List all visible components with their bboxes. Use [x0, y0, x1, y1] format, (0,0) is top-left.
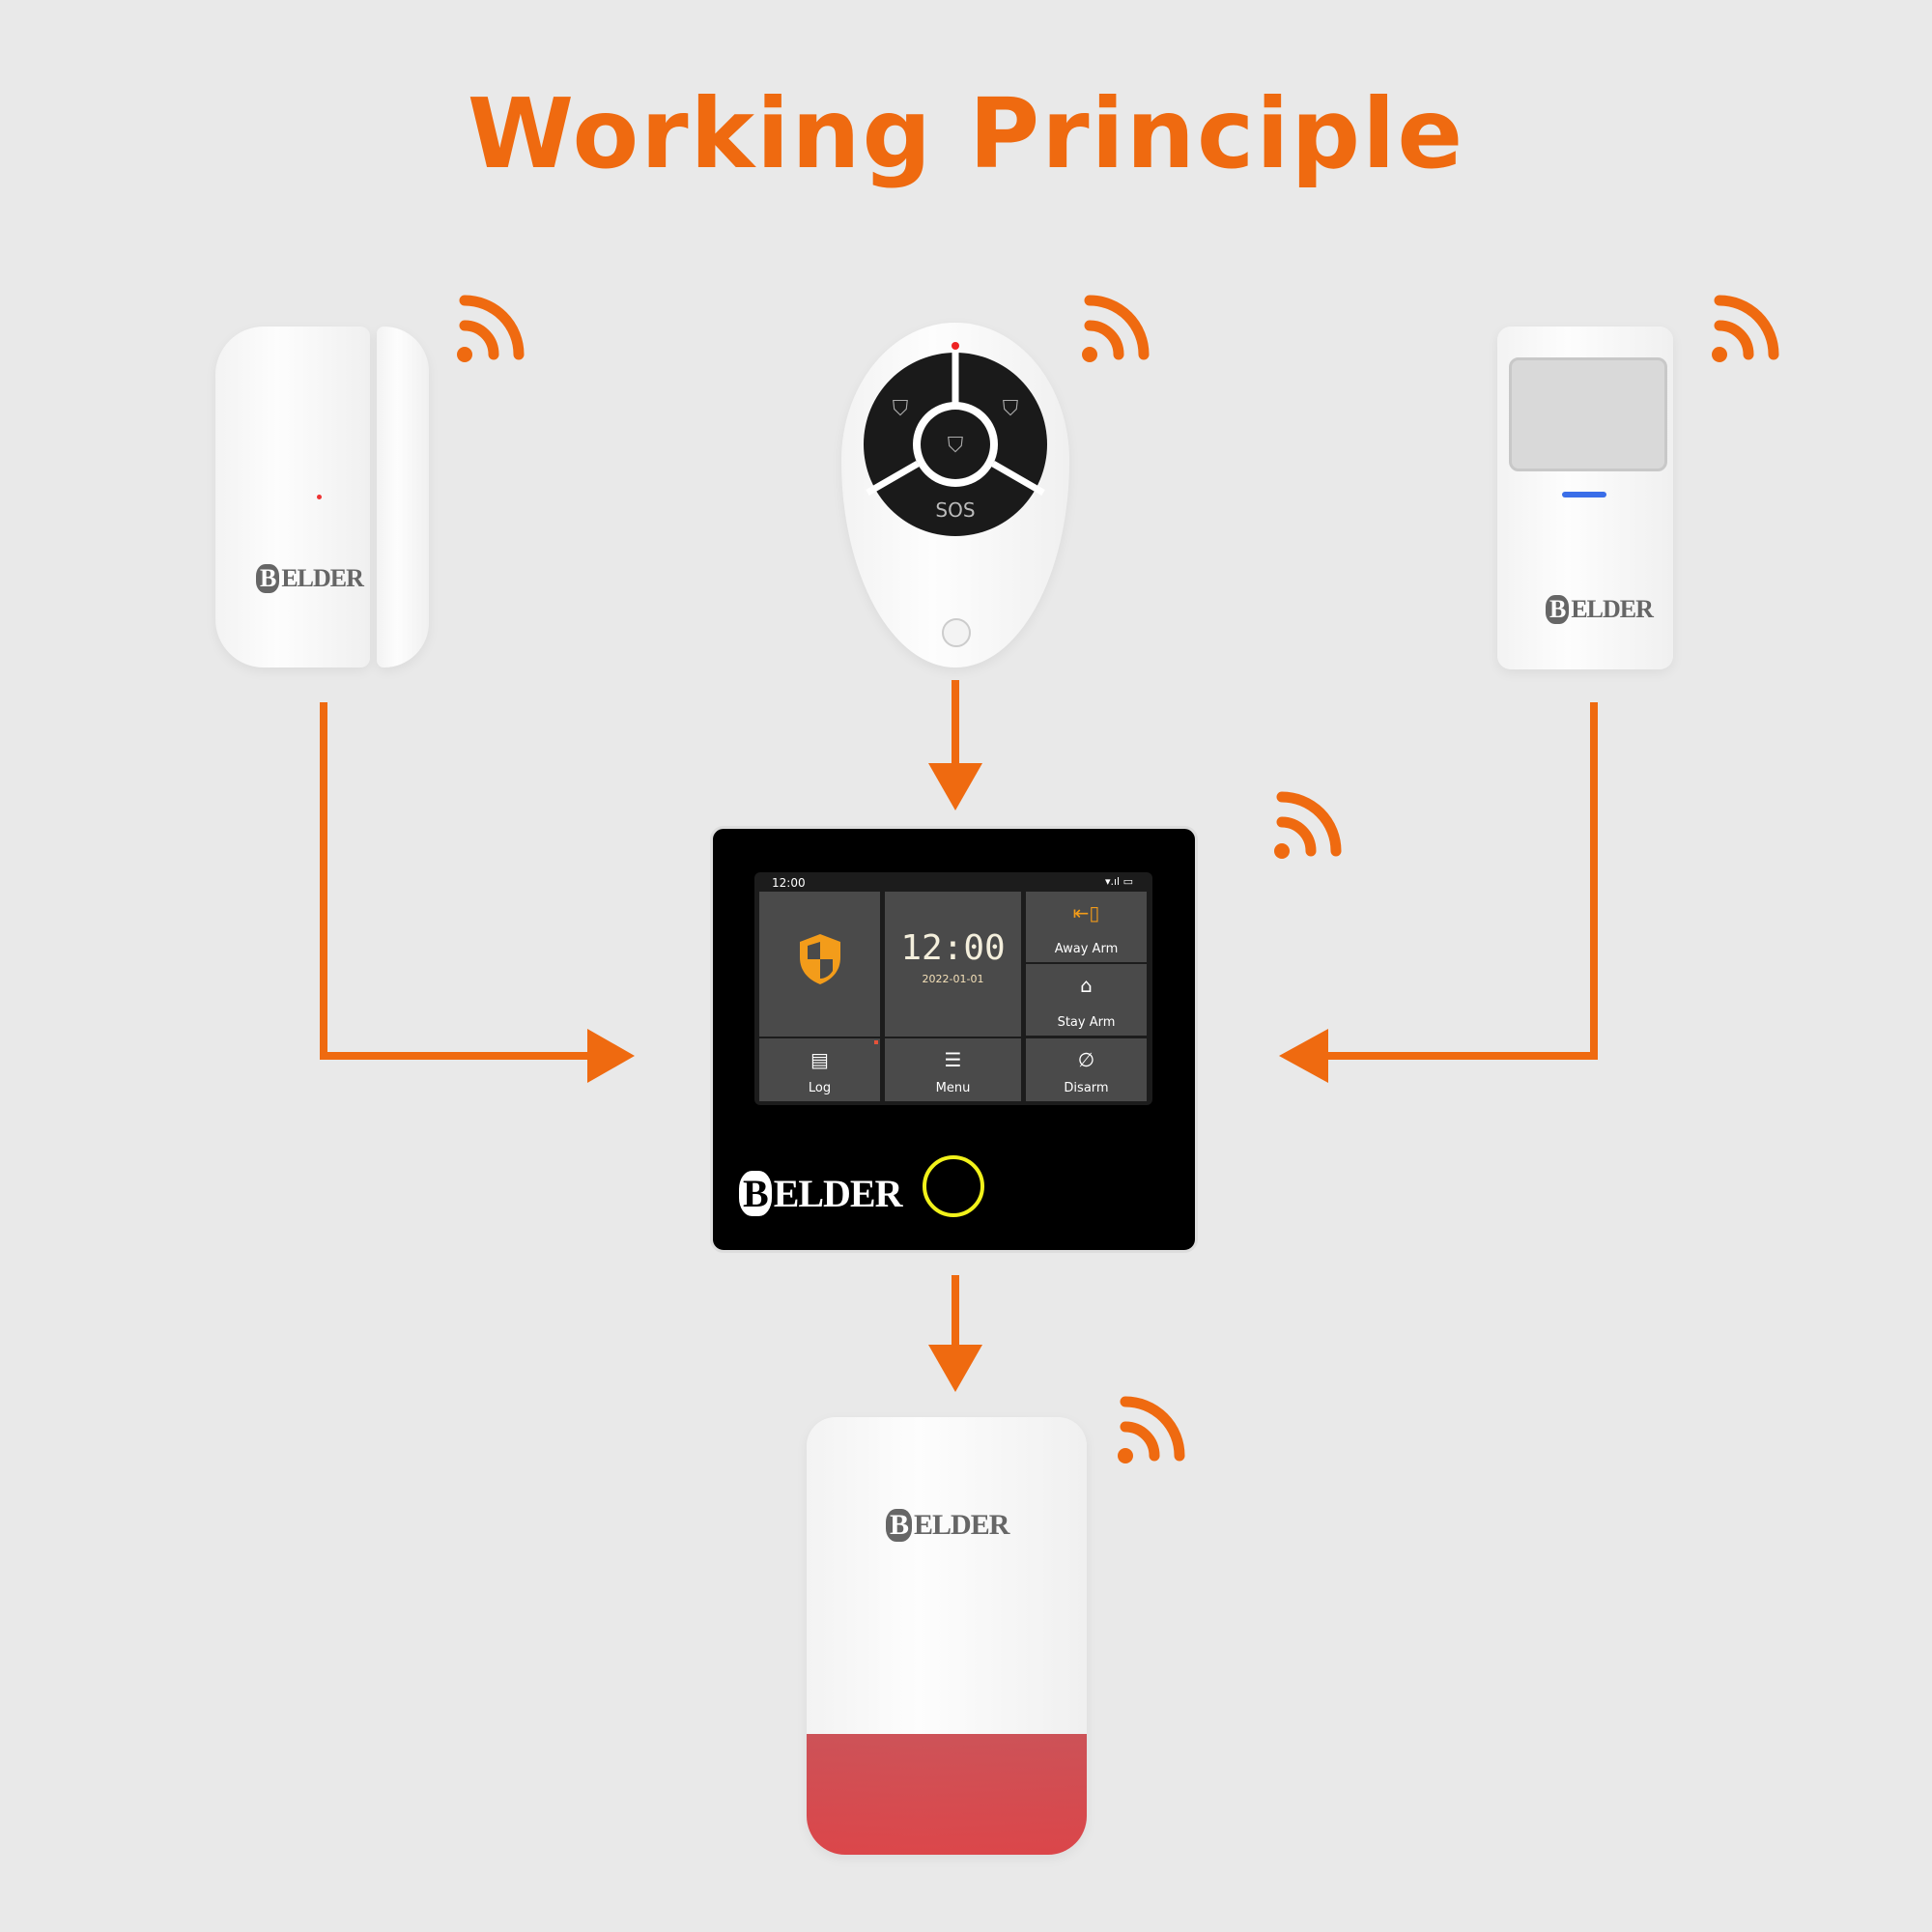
- disarm-shield-icon: ⛉: [948, 434, 964, 458]
- led-indicator: [317, 495, 322, 499]
- log-icon: ▤: [810, 1048, 829, 1071]
- brand-text: ELDER: [281, 564, 364, 592]
- menu-button[interactable]: ☰ Menu: [885, 1038, 1021, 1101]
- touch-screen: 12:00 ▾.ıl ▭ 12:00 2022-01-01 ⇤▯ Away Ar…: [754, 872, 1152, 1105]
- wireless-signal-icon: [457, 295, 525, 362]
- door-sensor-magnet: [377, 327, 429, 668]
- arrowhead: [928, 763, 982, 810]
- wireless-signal-icon: [1082, 295, 1150, 362]
- home-shield-icon: ⛉: [1003, 397, 1019, 421]
- status-icons: ▾.ıl ▭: [1104, 875, 1133, 888]
- status-time: 12:00: [772, 876, 806, 890]
- stay-arm-label: Stay Arm: [1057, 1015, 1116, 1030]
- away-arm-button[interactable]: ⇤▯ Away Arm: [1026, 892, 1147, 962]
- clock: 12:00: [900, 928, 1006, 968]
- arrowhead: [587, 1029, 635, 1083]
- disarm-icon: ∅: [1077, 1048, 1095, 1071]
- arrowhead: [1279, 1029, 1328, 1083]
- security-status-tile[interactable]: [759, 892, 880, 1037]
- clock-tile: 12:00 2022-01-01: [885, 892, 1021, 1037]
- door-sensor: [215, 327, 370, 668]
- home-button-ring[interactable]: [923, 1155, 984, 1217]
- shield-icon: [800, 934, 840, 984]
- page-title: Working Principle: [467, 77, 1465, 190]
- menu-label: Menu: [935, 1081, 971, 1095]
- away-arm-icon: ⇤▯: [1072, 901, 1100, 924]
- key-fob-buttons: SOS ⛉ ⛉ ⛉: [864, 342, 1047, 536]
- stay-arm-button[interactable]: ⌂ Stay Arm: [1026, 964, 1147, 1036]
- arm-shield-icon: ⛉: [893, 397, 909, 421]
- date: 2022-01-01: [922, 973, 984, 985]
- led-indicator: [1562, 492, 1606, 497]
- keyring-hole: [942, 618, 971, 647]
- pir-lens: [1509, 357, 1667, 471]
- disarm-button[interactable]: ∅ Disarm: [1026, 1038, 1147, 1101]
- arrowhead: [928, 1345, 982, 1392]
- notification-dot: [874, 1040, 878, 1044]
- stay-arm-icon: ⌂: [1080, 974, 1093, 997]
- siren-light: [807, 1734, 1087, 1855]
- siren: [807, 1417, 1087, 1855]
- wireless-signal-icon: [1118, 1396, 1185, 1463]
- sos-button: SOS: [935, 498, 975, 522]
- menu-icon: ☰: [944, 1048, 962, 1071]
- arrow-door-to-panel: [320, 702, 591, 1060]
- arrow-pir-to-panel: [1325, 702, 1598, 1060]
- brand-text: ELDER: [1571, 595, 1654, 623]
- log-button[interactable]: ▤ Log: [759, 1038, 880, 1101]
- wireless-signal-icon: [1712, 295, 1779, 362]
- away-arm-label: Away Arm: [1054, 942, 1119, 956]
- disarm-label: Disarm: [1064, 1081, 1109, 1095]
- log-label: Log: [808, 1081, 832, 1095]
- wireless-signal-icon: [1274, 791, 1342, 859]
- brand-text: ELDER: [773, 1172, 903, 1215]
- brand-text: ELDER: [914, 1509, 1009, 1541]
